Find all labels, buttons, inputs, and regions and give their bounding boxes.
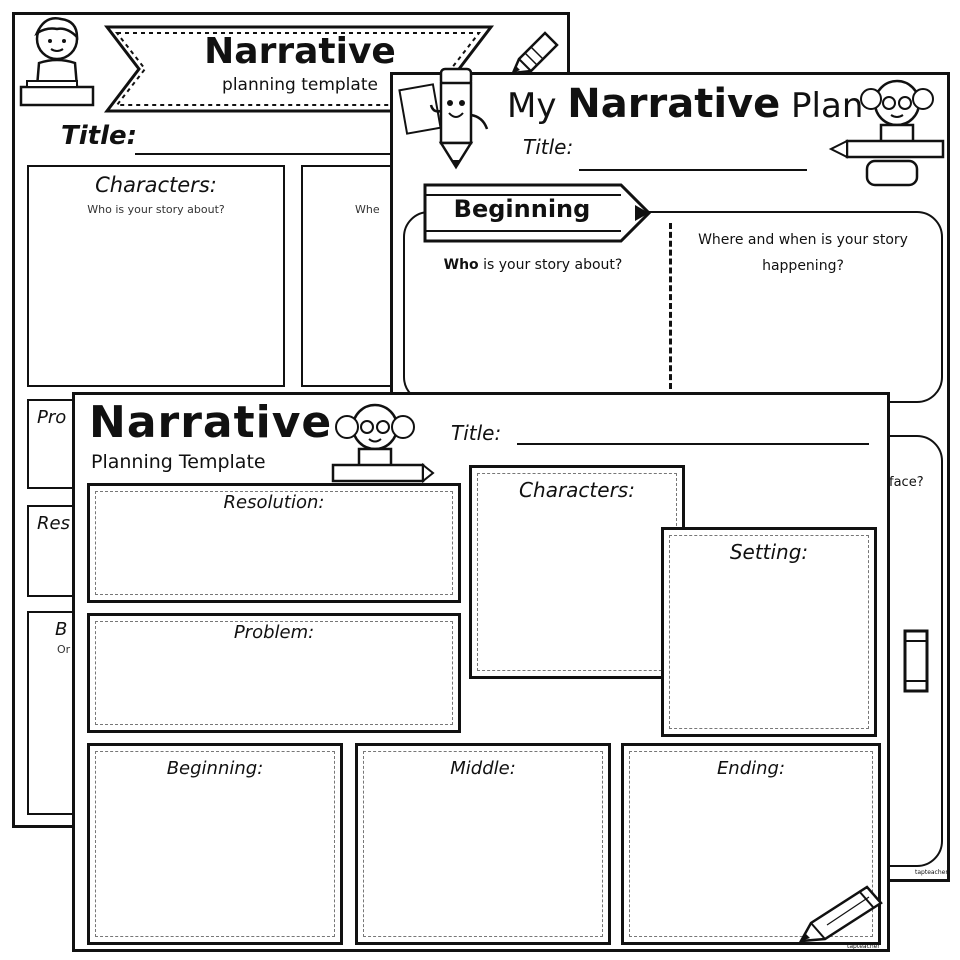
middle-title-my: My — [507, 86, 557, 126]
pencil-character-icon — [398, 67, 489, 170]
back-title-label: Title: — [61, 121, 138, 151]
ending-label: Ending: — [716, 758, 786, 779]
back-subtitle: planning template — [222, 75, 378, 95]
back-beginning-label: B — [55, 619, 68, 640]
back-setting-prompt: Whe — [355, 203, 380, 216]
front-worksheet: Narrative Planning Template Title: Resol… — [72, 392, 890, 952]
characters-box: Characters: — [469, 465, 685, 679]
middle-title-line — [579, 169, 807, 171]
face-prompt-partial: face? — [889, 475, 924, 490]
back-resolution-label: Res — [37, 513, 70, 534]
characters-label: Characters: — [519, 478, 635, 502]
resolution-box: Resolution: — [87, 483, 461, 603]
problem-box: Problem: — [87, 613, 461, 733]
back-problem-label: Pro — [37, 407, 67, 428]
front-title: Narrative — [89, 397, 333, 448]
dashed-divider — [669, 223, 672, 389]
pencil-icon — [798, 885, 883, 943]
who-prompt-rest: is your story about? — [478, 257, 623, 273]
connector-icon — [903, 629, 929, 693]
beginning-pencil-label — [423, 183, 652, 243]
beginning-box: Beginning: — [87, 743, 343, 945]
who-prompt: Who is your story about? — [423, 257, 643, 273]
problem-label: Problem: — [233, 622, 315, 643]
resolution-label: Resolution: — [223, 492, 325, 513]
beginning-label: Beginning — [453, 195, 591, 223]
front-subtitle: Planning Template — [91, 451, 266, 473]
front-title-label: Title: — [451, 421, 502, 445]
setting-label: Setting: — [729, 540, 809, 564]
setting-box: Setting: — [661, 527, 877, 737]
back-beginning-sub: Or — [57, 643, 71, 656]
middle-footer-mark: tapteacher — [915, 869, 948, 876]
pencil-icon — [511, 31, 559, 75]
who-prompt-bold: Who — [443, 257, 479, 273]
back-characters-prompt: Who is your story about? — [87, 203, 225, 216]
middle-title-plan: Plan — [791, 86, 864, 126]
middle-title-label: Title: — [523, 135, 574, 159]
boy-writing-icon — [19, 17, 95, 107]
back-characters-box: Characters: Who is your story about? — [27, 165, 285, 387]
back-characters-label: Characters: — [95, 173, 217, 197]
girl-with-pencil-icon — [828, 79, 945, 187]
where-when-prompt: Where and when is your story happening? — [698, 232, 908, 274]
middle-box: Middle: — [355, 743, 611, 945]
middle-title-narrative: Narrative — [567, 81, 781, 127]
middle-title: My Narrative Plan — [507, 81, 863, 127]
back-title: Narrative — [204, 31, 396, 72]
front-title-line — [517, 443, 869, 445]
front-footer-mark: tapteacher — [847, 943, 880, 950]
back-title-line — [135, 153, 395, 155]
beginning-label: Beginning: — [166, 758, 264, 779]
middle-label: Middle: — [450, 758, 516, 779]
